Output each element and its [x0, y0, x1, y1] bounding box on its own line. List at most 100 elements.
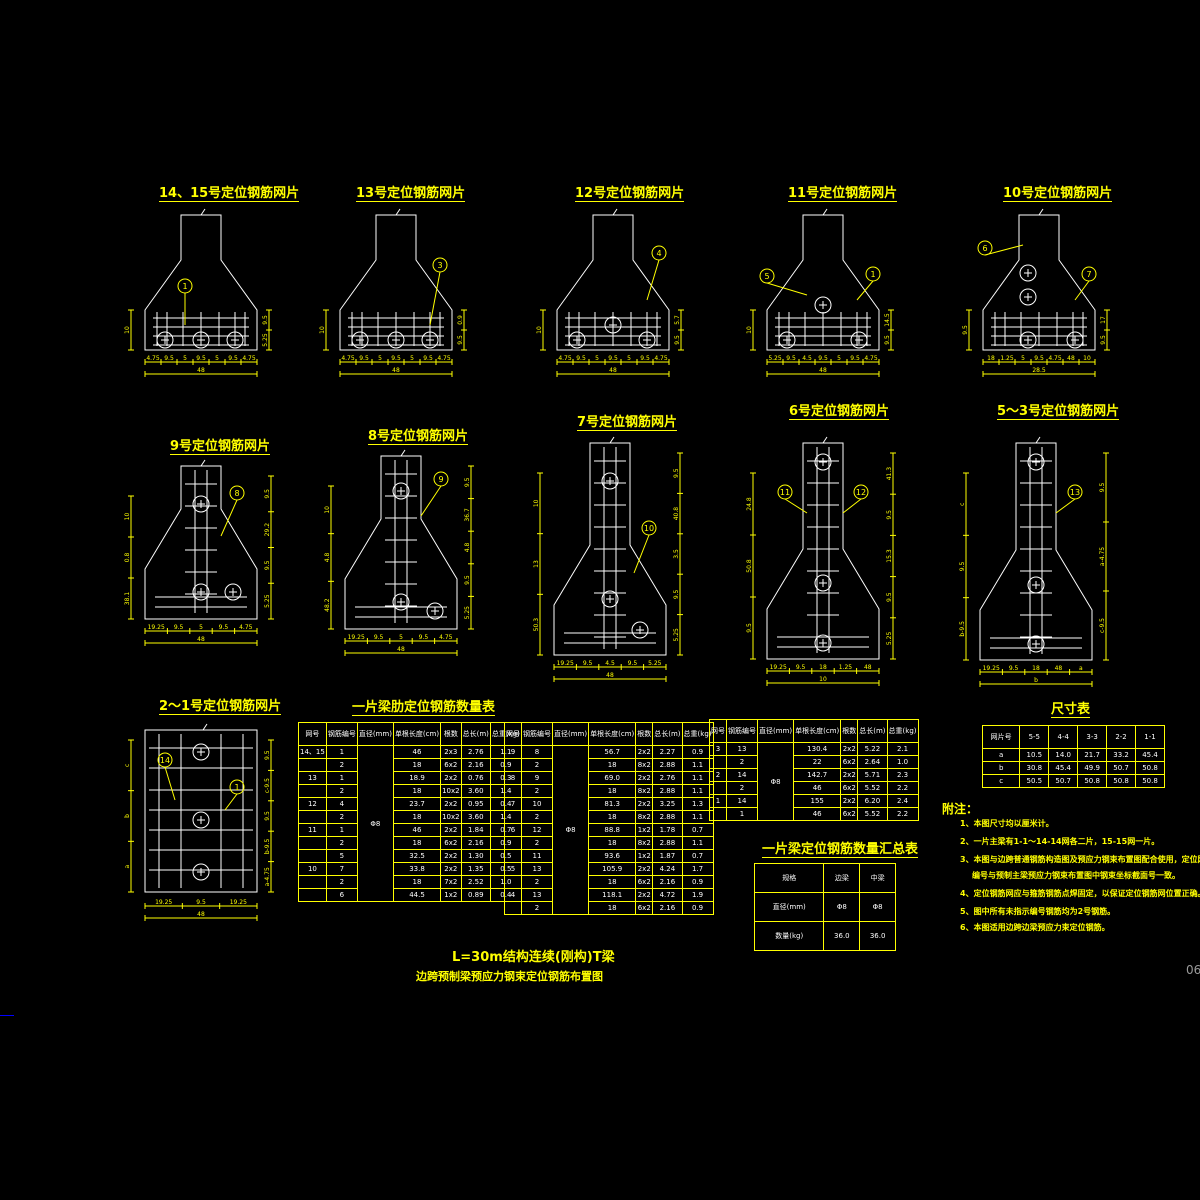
rebar-tag-label: 7 — [1086, 270, 1091, 279]
page-number: 06 — [1186, 963, 1200, 977]
table-cell: 18 — [392, 836, 442, 850]
table-cell: 46 — [793, 807, 842, 821]
table-cell: 88.8 — [588, 823, 637, 837]
diameter-cell: Φ8 — [756, 742, 795, 821]
dimension-label: 9.5 — [673, 468, 680, 478]
dimension-label: 19.25 — [148, 624, 165, 631]
table-cell: 2 — [325, 758, 358, 772]
table-cell — [298, 849, 327, 863]
table-cell: 45.4 — [1048, 761, 1079, 775]
table-cell: 2x2 — [440, 823, 462, 837]
panel-outline — [553, 442, 667, 656]
table-header-cell: 根数 — [635, 722, 654, 746]
dimension-label: a — [124, 865, 131, 869]
table-cell: 1x2 — [440, 888, 462, 902]
dimension-label: 4.8 — [464, 543, 471, 553]
dimension-label: 5 — [595, 355, 599, 362]
break-mark — [609, 436, 615, 444]
table-cell: 50.8 — [1106, 774, 1137, 788]
dimension-label: 50.3 — [533, 618, 540, 632]
dimension-label: 5.25 — [264, 594, 271, 608]
table-cell — [298, 836, 327, 850]
dimension-label: 5.25 — [262, 333, 269, 347]
panel-title-11: 11号定位钢筋网片 — [788, 186, 898, 202]
table-header-row: 网片号 5-5 4-4 3-3 2-2 1-1 — [981, 725, 1165, 749]
rebar-circle — [1027, 576, 1045, 594]
dimension-label: 9.5 — [359, 355, 369, 362]
table-header-row: 规格 边梁 中梁 — [753, 863, 896, 893]
dimension-label: 9.5 — [464, 477, 471, 487]
table-cell: 6x2 — [840, 807, 859, 821]
table-header-cell: 总长(m) — [652, 722, 683, 746]
dimension-label: 13 — [533, 560, 540, 568]
table-cell: 2.1 — [886, 742, 919, 756]
table-cell: 105.9 — [588, 862, 637, 876]
panel-title-5-3: 5～3号定位钢筋网片 — [997, 404, 1120, 420]
rebar-circle — [601, 590, 619, 608]
table-cell: 50.8 — [1077, 774, 1108, 788]
table-cell: 18 — [588, 758, 637, 772]
table-cell: c — [981, 774, 1021, 788]
table-cell: 56.7 — [588, 745, 637, 759]
table-cell: 1 — [726, 807, 758, 821]
table-cell — [504, 784, 522, 798]
diameter-cell: Φ8 — [551, 745, 590, 915]
leader-line — [164, 766, 176, 801]
dimension-label: 4.75 — [242, 355, 256, 362]
table-cell: 2.64 — [857, 755, 888, 769]
table-cell: 2.88 — [652, 758, 683, 772]
table-cell — [709, 807, 727, 821]
dimension-label: 1.25 — [1000, 355, 1014, 362]
dimension-label: 5.25 — [464, 606, 471, 620]
rebar-tag-label: 4 — [656, 249, 661, 258]
table-cell: 7x2 — [440, 875, 462, 889]
panel-title-12: 12号定位钢筋网片 — [575, 186, 685, 202]
rebar-tag-label: 11 — [780, 488, 790, 497]
table-cell: 9 — [521, 771, 553, 785]
leader-line — [429, 271, 441, 326]
rebar-circle — [850, 331, 868, 349]
dimension-label: 9.5 — [673, 589, 680, 599]
table-cell: 0.76 — [460, 771, 491, 785]
table-header-row: 网号 钢筋编号 直径(mm) 单根长度(cm) 根数 总长(m) 总重(kg) — [709, 719, 919, 743]
table-header-cell: 单根长度(cm) — [392, 722, 442, 746]
table-header-cell: 总重(kg) — [886, 719, 919, 743]
table1-title: 一片梁肋定位钢筋数量表 — [352, 700, 496, 716]
table-cell: 2 — [521, 875, 553, 889]
rebar-circle — [638, 331, 656, 349]
table-cell — [504, 836, 522, 850]
table-cell: 93.6 — [588, 849, 637, 863]
table-cell: 5 — [504, 862, 522, 876]
dimension-label: 48 — [197, 636, 205, 643]
dimension-label: 9.5 — [886, 510, 893, 520]
rebar-circle — [351, 331, 369, 349]
table-cell: 6x2 — [440, 758, 462, 772]
table-cell: 2 — [325, 836, 358, 850]
dimension-label: 9.5 — [196, 355, 206, 362]
table-header-cell: 中梁 — [859, 863, 896, 893]
dimension-label: 9.5 — [746, 623, 753, 633]
dimension-label: 9.5 — [391, 355, 401, 362]
dimension-label: 5 — [199, 624, 203, 631]
table-cell: 6x2 — [635, 901, 654, 915]
dimension-label: 5 — [399, 634, 403, 641]
table-row: 直径(mm) Φ8 Φ8 — [753, 892, 896, 922]
dimension-label: 24.8 — [746, 497, 753, 511]
table-cell: 6x2 — [440, 836, 462, 850]
dimension-label: 4.5 — [802, 355, 812, 362]
table-cell: 1 — [325, 745, 358, 759]
table-cell: 2x3 — [440, 745, 462, 759]
panel-title-2-1: 2～1号定位钢筋网片 — [159, 699, 282, 715]
leader-line — [633, 534, 650, 574]
table-cell: 2.88 — [652, 784, 683, 798]
table-cell: 6x2 — [635, 875, 654, 889]
